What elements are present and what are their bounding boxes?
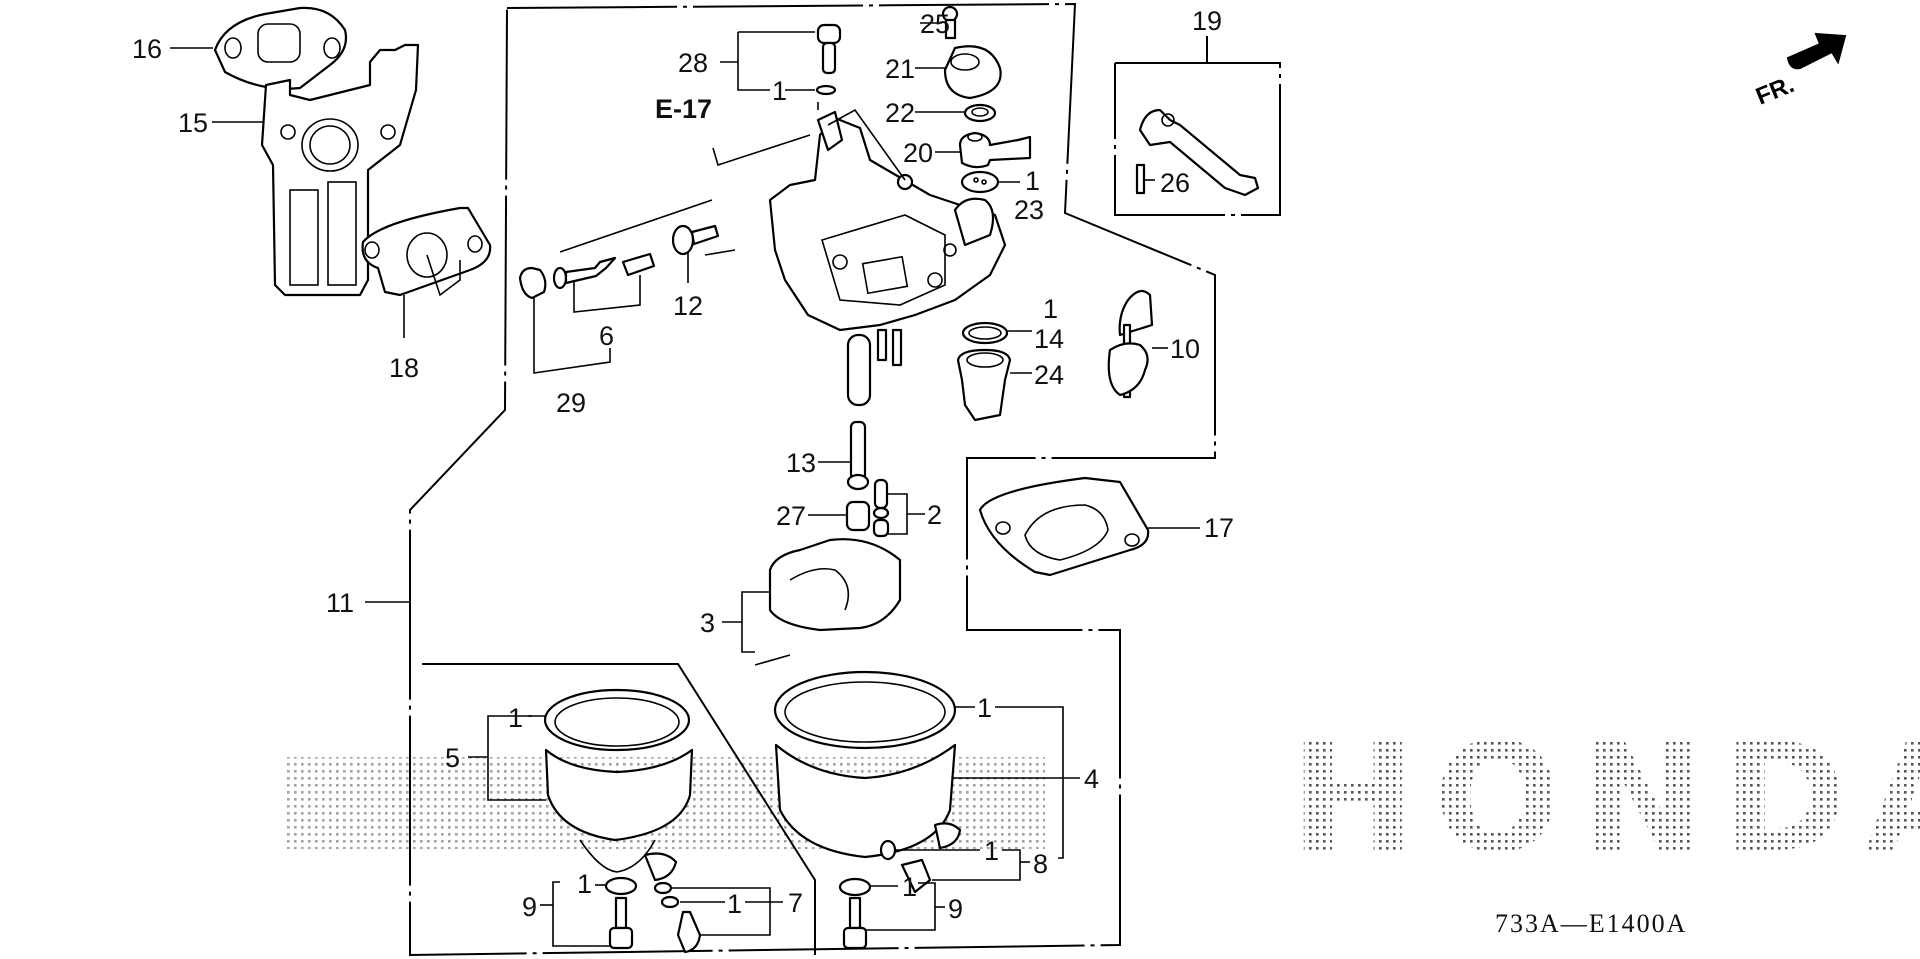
callout-2[interactable]: 2 bbox=[927, 500, 942, 530]
part-2-float-valve[interactable] bbox=[872, 478, 890, 538]
callout-5[interactable]: 5 bbox=[445, 743, 460, 773]
callout-17[interactable]: 17 bbox=[1204, 513, 1234, 543]
callout-11[interactable]: 11 bbox=[326, 588, 354, 618]
part-5-float-chamber[interactable] bbox=[543, 688, 694, 882]
callout-21[interactable]: 21 bbox=[885, 54, 915, 84]
float-chamber-outline-5 bbox=[422, 663, 816, 955]
part-25-screw[interactable] bbox=[941, 5, 959, 40]
diagram-code: 733A—E1400A bbox=[1495, 909, 1687, 938]
part-21-cover[interactable] bbox=[943, 45, 1002, 100]
leader-lines bbox=[170, 22, 1200, 947]
callout-6[interactable]: 6 bbox=[599, 321, 614, 351]
part-22-packing[interactable] bbox=[963, 103, 997, 123]
callout-22[interactable]: 22 bbox=[885, 98, 915, 128]
leader-line bbox=[704, 249, 736, 256]
part-10-choke-valve[interactable] bbox=[1107, 289, 1154, 399]
part-16-gasket[interactable] bbox=[213, 6, 348, 90]
part-29-limiter-cap[interactable] bbox=[518, 266, 547, 300]
part-23-gasket[interactable] bbox=[960, 170, 1000, 194]
callout-labels: 16 15 18 29 6 12 28 1 25 21 22 20 1 23 1… bbox=[132, 6, 1234, 924]
callout-23-kit-1[interactable]: 1 bbox=[1025, 166, 1040, 196]
assembly-outline-11 bbox=[409, 2, 1216, 957]
callout-20[interactable]: 20 bbox=[903, 138, 933, 168]
callout-28[interactable]: 28 bbox=[678, 48, 708, 78]
part-28-screw[interactable] bbox=[815, 23, 842, 96]
callout-25[interactable]: 25 bbox=[920, 9, 950, 39]
float-pin bbox=[754, 654, 791, 666]
callout-7[interactable]: 7 bbox=[788, 888, 803, 918]
front-direction-arrow-icon bbox=[1786, 32, 1847, 70]
part-18-gasket[interactable] bbox=[361, 206, 492, 297]
callout-23[interactable]: 23 bbox=[1014, 195, 1044, 225]
part-19-choke-lever[interactable] bbox=[1138, 108, 1260, 197]
callout-9-right[interactable]: 9 bbox=[948, 894, 963, 924]
callout-3[interactable]: 3 bbox=[700, 608, 715, 638]
callout-28-washer-1[interactable]: 1 bbox=[772, 76, 787, 106]
part-7-drain-screw[interactable] bbox=[653, 881, 702, 954]
callout-27[interactable]: 27 bbox=[776, 501, 806, 531]
callout-9-left[interactable]: 9 bbox=[522, 892, 537, 922]
honda-watermark-text: HONDA bbox=[1290, 712, 1920, 886]
part-6-pilot-screw[interactable] bbox=[552, 252, 656, 290]
callout-14-kit-1[interactable]: 1 bbox=[1043, 294, 1058, 324]
callout-13[interactable]: 13 bbox=[786, 448, 816, 478]
part-13-main-nozzle[interactable] bbox=[846, 420, 870, 491]
e17-pointer bbox=[712, 134, 811, 167]
callout-9-right-washer-1[interactable]: 1 bbox=[902, 872, 917, 902]
part-9-bolt-left[interactable] bbox=[604, 876, 638, 950]
callout-8-washer-1[interactable]: 1 bbox=[984, 836, 999, 866]
leader-line bbox=[827, 108, 906, 181]
callout-5-kit-1[interactable]: 1 bbox=[508, 703, 523, 733]
part-9-bolt-right[interactable] bbox=[838, 877, 872, 950]
callout-4[interactable]: 4 bbox=[1084, 764, 1099, 794]
callout-9-left-washer-1[interactable]: 1 bbox=[577, 869, 592, 899]
callout-10[interactable]: 10 bbox=[1170, 334, 1200, 364]
callout-14[interactable]: 14 bbox=[1034, 324, 1064, 354]
callout-8[interactable]: 8 bbox=[1033, 849, 1048, 879]
part-24-nozzle[interactable] bbox=[956, 348, 1012, 422]
callout-26[interactable]: 26 bbox=[1160, 168, 1190, 198]
callout-18[interactable]: 18 bbox=[389, 353, 419, 383]
part-4-float-chamber[interactable] bbox=[773, 670, 962, 859]
carburetor-body[interactable] bbox=[768, 110, 1007, 407]
callout-7-washer-1[interactable]: 1 bbox=[727, 889, 742, 919]
part-14-o-ring[interactable] bbox=[961, 321, 1009, 345]
part-26-pin[interactable] bbox=[1135, 163, 1146, 195]
part-17-gasket[interactable] bbox=[978, 476, 1150, 577]
front-direction-label: FR. bbox=[1752, 71, 1798, 111]
reference-e17-label[interactable]: E-17 bbox=[655, 94, 712, 124]
part-8-drain-screw[interactable] bbox=[879, 839, 932, 894]
part-20-lever[interactable] bbox=[958, 131, 1032, 169]
part-27-main-jet[interactable] bbox=[845, 500, 871, 532]
part-3-float[interactable] bbox=[754, 538, 902, 666]
leader-line bbox=[559, 199, 713, 253]
callout-16[interactable]: 16 bbox=[132, 34, 162, 64]
callout-24[interactable]: 24 bbox=[1034, 360, 1064, 390]
choke-lever-box-19 bbox=[1114, 36, 1281, 216]
callout-12[interactable]: 12 bbox=[673, 291, 703, 321]
front-direction-indicator: FR. bbox=[1752, 32, 1847, 111]
callout-29[interactable]: 29 bbox=[556, 388, 586, 418]
callout-4-kit-1[interactable]: 1 bbox=[977, 693, 992, 723]
callout-19[interactable]: 19 bbox=[1192, 6, 1222, 36]
part-15-plate[interactable] bbox=[260, 43, 420, 297]
callout-15[interactable]: 15 bbox=[178, 108, 208, 138]
part-12-throttle-stop-screw[interactable] bbox=[671, 224, 720, 256]
